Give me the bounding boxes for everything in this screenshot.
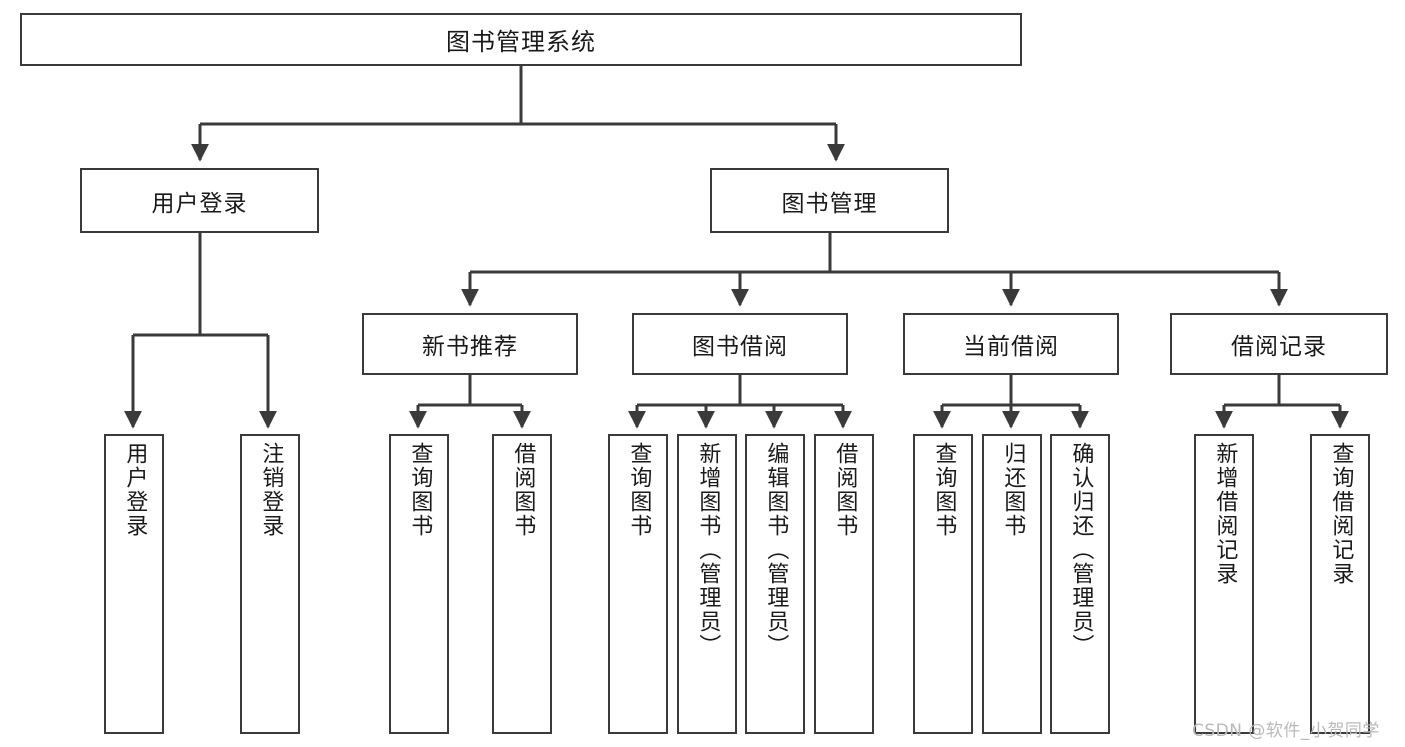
node-label: 编辑图书（管理员） [763, 442, 789, 658]
node-book-borrow[interactable]: 图书借阅 [632, 313, 848, 375]
node-book-management[interactable]: 图书管理 [710, 168, 949, 233]
node-user-login[interactable]: 用户登录 [80, 168, 319, 233]
node-label: 借阅图书 [510, 442, 536, 538]
node-leaf-query-book-1[interactable]: 查询图书 [389, 434, 449, 734]
node-label: 查询借阅记录 [1328, 442, 1354, 586]
node-label: 新书推荐 [422, 334, 518, 360]
node-label: 当前借阅 [963, 334, 1059, 360]
node-label: 借阅记录 [1231, 334, 1327, 360]
node-label: 查询图书 [407, 442, 433, 538]
node-leaf-confirm-return-admin[interactable]: 确认归还（管理员） [1050, 434, 1110, 734]
node-label: 新增借阅记录 [1212, 442, 1238, 586]
node-leaf-user-login[interactable]: 用户登录 [104, 434, 164, 734]
node-label: 用户登录 [122, 442, 148, 538]
node-leaf-edit-book-admin[interactable]: 编辑图书（管理员） [745, 434, 805, 734]
node-label: 借阅图书 [832, 442, 858, 538]
node-root-system[interactable]: 图书管理系统 [20, 13, 1022, 66]
node-leaf-logout-login[interactable]: 注销登录 [240, 434, 300, 734]
node-leaf-query-book-2[interactable]: 查询图书 [608, 434, 668, 734]
node-label: 图书管理系统 [446, 28, 596, 56]
node-leaf-query-borrow-record[interactable]: 查询借阅记录 [1310, 434, 1370, 734]
node-label: 用户登录 [151, 190, 248, 217]
node-label: 图书借阅 [692, 334, 788, 360]
node-leaf-borrow-book-1[interactable]: 借阅图书 [492, 434, 552, 734]
node-leaf-add-borrow-record[interactable]: 新增借阅记录 [1194, 434, 1254, 734]
node-borrow-record[interactable]: 借阅记录 [1170, 313, 1388, 375]
node-label: 查询图书 [931, 442, 957, 538]
node-new-book-recommend[interactable]: 新书推荐 [362, 313, 578, 375]
csdn-watermark: CSDN @软件_小贺同学 [1192, 721, 1380, 741]
node-label: 确认归还（管理员） [1068, 442, 1094, 658]
node-leaf-add-book-admin[interactable]: 新增图书（管理员） [677, 434, 737, 734]
node-current-borrow[interactable]: 当前借阅 [903, 313, 1119, 375]
node-label: 归还图书 [1000, 442, 1026, 538]
node-label: 新增图书（管理员） [695, 442, 721, 658]
node-leaf-borrow-book-2[interactable]: 借阅图书 [814, 434, 874, 734]
node-leaf-query-book-3[interactable]: 查询图书 [913, 434, 973, 734]
node-label: 图书管理 [781, 190, 878, 217]
node-label: 查询图书 [626, 442, 652, 538]
node-leaf-return-book[interactable]: 归还图书 [982, 434, 1042, 734]
node-label: 注销登录 [258, 442, 284, 538]
